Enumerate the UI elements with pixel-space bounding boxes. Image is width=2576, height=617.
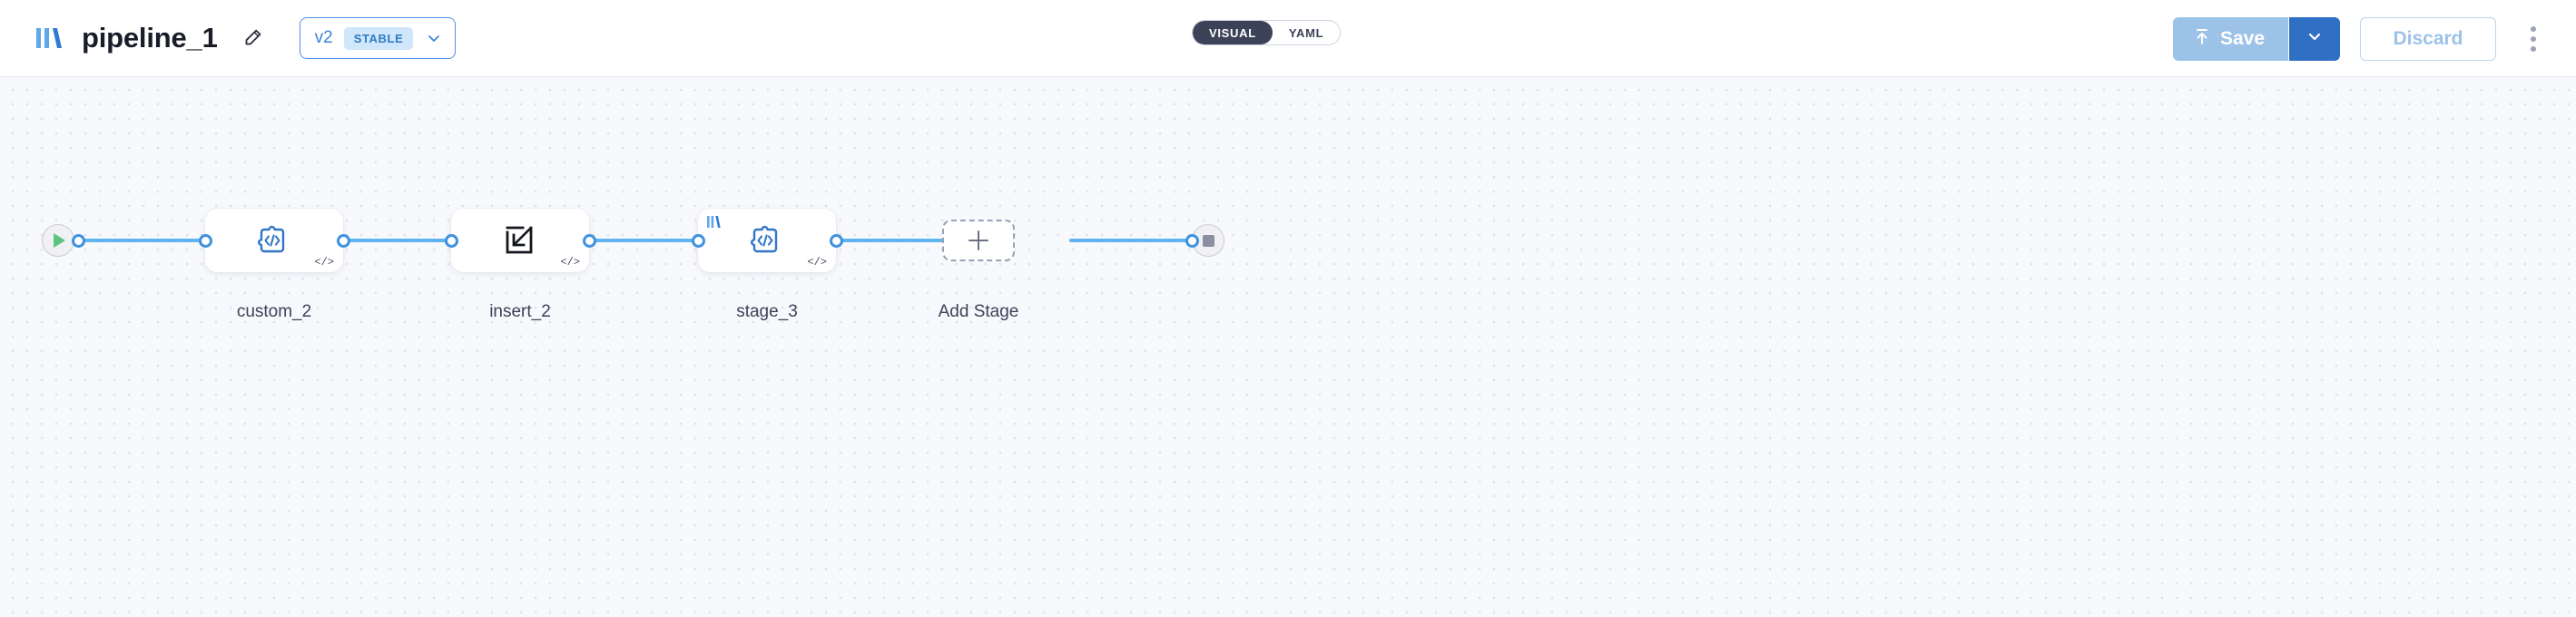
port-start-output[interactable]	[72, 234, 85, 248]
save-button[interactable]: Save	[2172, 16, 2289, 61]
puzzle-code-icon	[749, 223, 785, 258]
pipeline-bars-logo-icon	[33, 23, 69, 54]
stage-label-insert-2: insert_2	[489, 302, 551, 321]
stop-square-icon	[1202, 234, 1214, 247]
edge-addstage-to-end	[1069, 239, 1196, 242]
play-icon	[54, 233, 65, 248]
stage-label-stage-3: stage_3	[736, 302, 798, 321]
version-label: v2	[314, 28, 333, 47]
app-header: pipeline_1 v2 STABLE VISUAL YAML	[0, 0, 2576, 77]
port-end-input[interactable]	[1185, 234, 1199, 248]
chevron-down-icon	[2305, 26, 2325, 51]
save-button-group: Save	[2172, 16, 2340, 61]
pencil-edit-icon[interactable]	[238, 23, 269, 54]
port-insert2-output[interactable]	[583, 234, 596, 248]
add-stage-label: Add Stage	[938, 302, 1019, 321]
code-badge: </>	[314, 256, 334, 269]
port-custom2-input[interactable]	[199, 234, 212, 248]
discard-button[interactable]: Discard	[2360, 16, 2496, 61]
save-button-label: Save	[2219, 27, 2265, 49]
edge-stage3-to-addstage	[826, 239, 946, 242]
port-insert2-input[interactable]	[445, 234, 458, 248]
code-badge: </>	[560, 256, 580, 269]
version-selector[interactable]: v2 STABLE	[299, 17, 457, 59]
tab-visual[interactable]: VISUAL	[1193, 21, 1273, 44]
kebab-menu-icon[interactable]	[2516, 17, 2551, 61]
header-left-group: pipeline_1 v2 STABLE	[0, 17, 457, 59]
stage-node-custom-2[interactable]: </>	[205, 209, 343, 272]
kebab-dot	[2531, 35, 2536, 42]
code-badge: </>	[807, 256, 827, 269]
stage-label-custom-2: custom_2	[236, 302, 312, 321]
view-mode-toggle[interactable]: VISUAL YAML	[1192, 20, 1342, 45]
insert-arrow-box-icon	[502, 222, 538, 259]
pipeline-canvas[interactable]: </> custom_2 </> insert_2	[0, 77, 2576, 617]
add-stage-button[interactable]	[942, 220, 1015, 261]
puzzle-code-icon	[256, 223, 292, 258]
port-stage3-input[interactable]	[692, 234, 705, 248]
tab-yaml[interactable]: YAML	[1288, 25, 1324, 40]
upload-arrow-icon	[2193, 26, 2211, 52]
port-custom2-output[interactable]	[337, 234, 350, 248]
pipeline-start-node[interactable]	[42, 224, 74, 257]
stage-node-stage-3[interactable]: </>	[698, 209, 836, 272]
header-actions: Save Discard	[2172, 0, 2551, 77]
page-title: pipeline_1	[82, 22, 218, 54]
plus-icon-vertical	[977, 230, 980, 250]
save-options-dropdown[interactable]	[2289, 16, 2340, 61]
version-status-badge: STABLE	[343, 26, 414, 50]
edge-custom2-to-insert2	[327, 239, 454, 242]
edge-insert2-to-stage3	[572, 239, 704, 242]
kebab-dot	[2531, 25, 2536, 32]
port-stage3-output[interactable]	[830, 234, 843, 248]
kebab-dot	[2531, 45, 2536, 52]
pipeline-bars-logo-icon	[706, 215, 723, 229]
edge-start-to-custom2	[76, 239, 209, 242]
chevron-down-icon	[424, 28, 444, 48]
stage-node-insert-2[interactable]: </>	[451, 209, 589, 272]
